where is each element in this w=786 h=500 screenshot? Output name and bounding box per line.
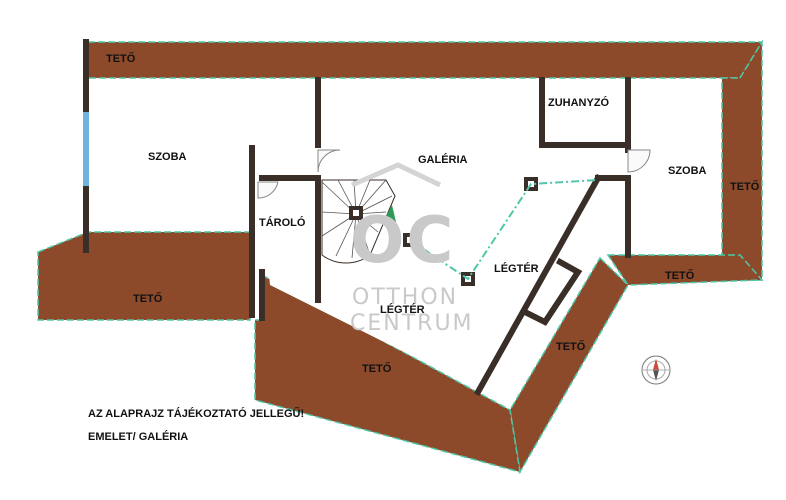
room-labels: TETŐ SZOBA GALÉRIA ZUHANYZÓ SZOBA TETŐ T… (106, 52, 760, 375)
disclaimer-note: AZ ALAPRAJZ TÁJÉKOZTATÓ JELLEGŰ! (88, 407, 304, 420)
doors (257, 149, 651, 199)
label-szoba-right: SZOBA (668, 165, 707, 177)
watermark-monogram: OC (350, 204, 455, 278)
notes: AZ ALAPRAJZ TÁJÉKOZTATÓ JELLEGŰ! EMELET/… (88, 407, 304, 443)
door-icon (627, 149, 651, 173)
watermark-line2: CENTRUM (350, 311, 474, 336)
compass-icon (641, 355, 671, 385)
label-teto-bottom: TETŐ (362, 362, 392, 375)
watermark-roof-icon (351, 162, 442, 188)
roof-top (87, 41, 764, 79)
label-teto-left: TETŐ (133, 292, 163, 305)
stair-arrow-icon (384, 205, 396, 222)
floor-note: EMELET/ GALÉRIA (88, 430, 188, 443)
roof-left (37, 231, 251, 321)
watermark: OC OTTHON CENTRUM (350, 162, 474, 336)
label-legter-left: LÉGTÉR (380, 303, 425, 316)
roof-areas (37, 39, 764, 475)
label-zuhanyzo: ZUHANYZÓ (548, 96, 610, 109)
label-teto-top: TETŐ (106, 52, 136, 65)
label-teto-diagonal: TETŐ (556, 340, 586, 353)
staircase (321, 179, 396, 264)
label-tarolo: TÁROLÓ (259, 216, 306, 229)
door-icon (317, 149, 341, 173)
label-teto-right-lower: TETŐ (665, 269, 695, 282)
watermark-line1: OTTHON (352, 285, 458, 310)
label-szoba-left: SZOBA (148, 151, 187, 163)
railing (409, 179, 599, 281)
label-galeria: GALÉRIA (418, 153, 468, 166)
label-teto-right: TETŐ (730, 180, 760, 193)
roof-right-lower (606, 254, 764, 286)
door-icon (257, 181, 279, 199)
window (83, 112, 89, 186)
label-legter-right: LÉGTÉR (494, 262, 539, 275)
